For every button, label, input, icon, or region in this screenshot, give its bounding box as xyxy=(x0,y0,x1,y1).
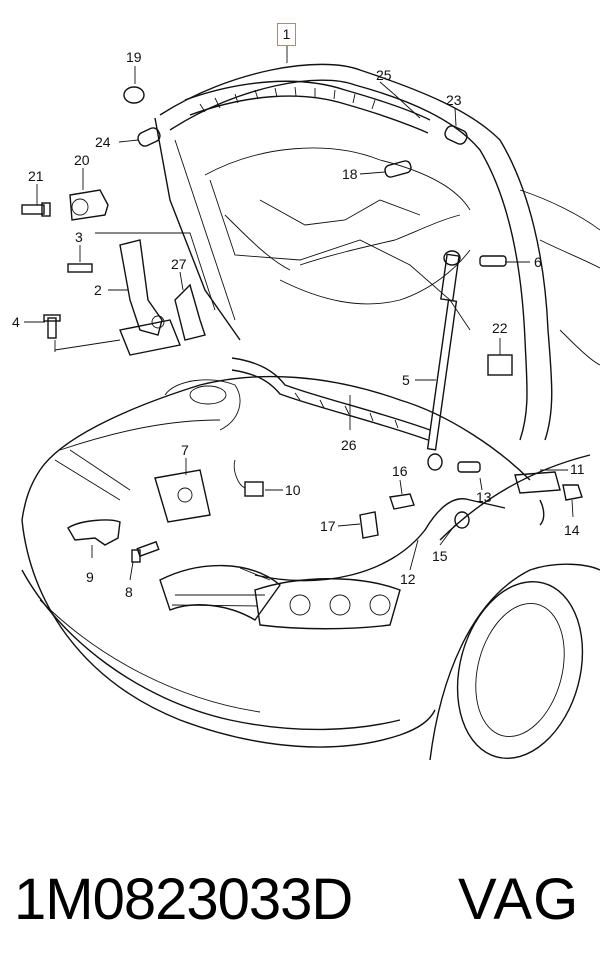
callout-2: 2 xyxy=(94,282,102,298)
right-fender xyxy=(429,189,600,761)
exploded-parts-diagram: 2 3 4 5 6 7 8 9 10 11 12 13 14 15 16 17 … xyxy=(12,46,600,761)
callout-19: 19 xyxy=(126,49,142,65)
callout-26: 26 xyxy=(341,437,357,453)
callout-1: 1 xyxy=(282,26,291,42)
hood-hinge-assembly xyxy=(54,232,216,356)
brand-label: VAG xyxy=(458,867,580,932)
callout-12: 12 xyxy=(400,571,416,587)
callout-20: 20 xyxy=(74,152,90,168)
highlighted-callout-box xyxy=(277,23,296,46)
part-number: 1M0823033D xyxy=(14,867,353,932)
callout-27: 27 xyxy=(171,256,187,272)
callout-14: 14 xyxy=(564,522,580,538)
callout-15: 15 xyxy=(432,548,448,564)
callout-6: 6 xyxy=(534,254,542,270)
callout-7: 7 xyxy=(181,442,189,458)
footer: 1M0823033D VAG xyxy=(0,850,600,950)
callout-18: 18 xyxy=(342,166,358,182)
fasteners xyxy=(21,86,583,582)
callout-23: 23 xyxy=(446,92,462,108)
callout-4: 4 xyxy=(12,314,20,330)
callout-10: 10 xyxy=(285,482,301,498)
callout-24: 24 xyxy=(95,134,111,150)
front-bumper xyxy=(21,375,531,748)
callout-3: 3 xyxy=(75,229,83,245)
callout-8: 8 xyxy=(125,584,133,600)
hood-panel xyxy=(154,63,553,441)
callout-13: 13 xyxy=(476,489,492,505)
callout-17: 17 xyxy=(320,518,336,534)
callout-11: 11 xyxy=(570,461,585,477)
callout-21: 21 xyxy=(28,168,44,184)
callout-25: 25 xyxy=(376,67,392,83)
hood-seal-strip xyxy=(231,357,431,441)
callout-labels: 2 3 4 5 6 7 8 9 10 11 12 13 14 15 16 17 … xyxy=(12,49,585,600)
gas-strut xyxy=(426,250,461,471)
callout-5: 5 xyxy=(402,372,410,388)
callout-9: 9 xyxy=(86,569,94,585)
engine-bay xyxy=(54,379,241,501)
callout-16: 16 xyxy=(392,463,408,479)
leader-lines xyxy=(24,46,574,581)
callout-22: 22 xyxy=(492,320,508,336)
